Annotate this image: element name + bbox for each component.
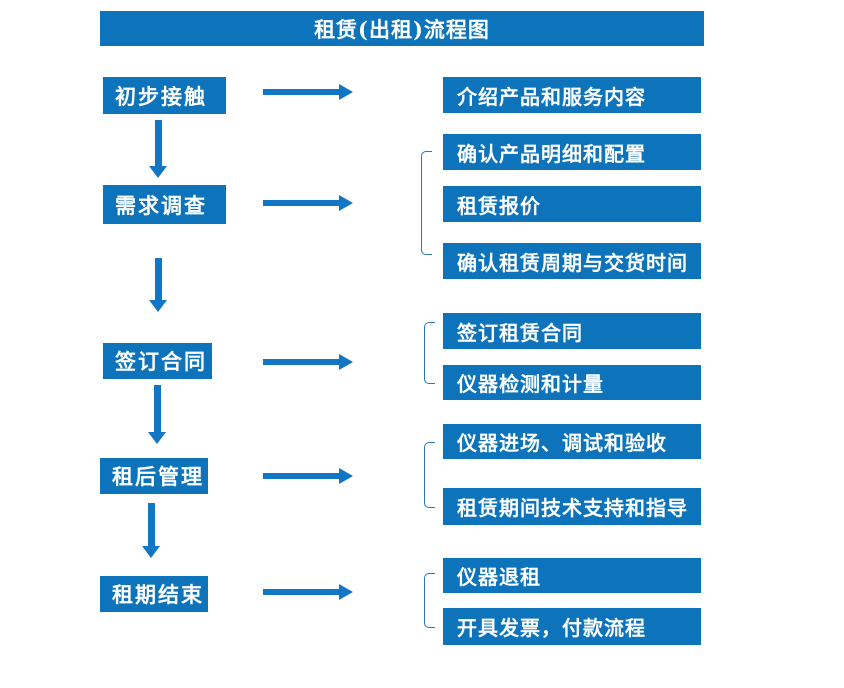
- right-arrow-2-stem: [263, 200, 339, 206]
- right-arrow-4-head: [339, 468, 353, 484]
- right-arrow-3-stem: [263, 359, 339, 365]
- stage-box-sign-contract: 签订合同: [103, 343, 212, 379]
- right-arrow-1-stem: [263, 89, 339, 95]
- stage-box-initial-contact: 初步接触: [103, 77, 226, 114]
- down-arrow-1: [149, 120, 168, 178]
- detail-box-rental-quote: 租赁报价: [443, 186, 701, 222]
- stage-box-post-rental: 租后管理: [100, 458, 208, 494]
- detail-box-intro-products: 介绍产品和服务内容: [443, 77, 701, 113]
- stage-box-demand-survey: 需求调查: [103, 185, 226, 224]
- right-arrow-5-head: [339, 584, 353, 600]
- down-arrow-1-stem: [155, 120, 162, 167]
- detail-box-instrument-entry: 仪器进场、调试和验收: [443, 424, 701, 459]
- detail-box-invoice-payment: 开具发票，付款流程: [443, 608, 701, 645]
- right-arrow-1-head: [339, 84, 353, 100]
- down-arrow-2: [149, 258, 168, 312]
- detail-box-instrument-check: 仪器检测和计量: [443, 365, 701, 400]
- down-arrow-4-head: [142, 546, 160, 558]
- down-arrow-1-head: [149, 166, 167, 178]
- detail-box-confirm-config: 确认产品明细和配置: [443, 134, 701, 170]
- group-bracket-post-rental: [424, 442, 435, 508]
- down-arrow-4: [142, 503, 161, 558]
- right-arrow-4: [263, 468, 353, 484]
- down-arrow-2-stem: [155, 258, 162, 301]
- detail-box-instrument-return: 仪器退租: [443, 558, 701, 593]
- right-arrow-2: [263, 195, 353, 211]
- right-arrow-5-stem: [263, 589, 339, 595]
- down-arrow-4-stem: [148, 503, 155, 547]
- detail-box-tech-support: 租赁期间技术支持和指导: [443, 488, 701, 525]
- down-arrow-3-stem: [154, 385, 161, 433]
- right-arrow-2-head: [339, 195, 353, 211]
- detail-box-confirm-period: 确认租赁周期与交货时间: [443, 243, 701, 279]
- detail-box-sign-lease: 签订租赁合同: [443, 313, 701, 349]
- right-arrow-4-stem: [263, 473, 339, 479]
- stage-box-lease-end: 租期结束: [100, 576, 208, 612]
- down-arrow-3-head: [148, 432, 166, 444]
- right-arrow-5: [263, 584, 353, 600]
- flowchart-title: 租赁(出租)流程图: [100, 11, 704, 46]
- down-arrow-3: [148, 385, 167, 444]
- down-arrow-2-head: [149, 300, 167, 312]
- right-arrow-3: [263, 354, 353, 370]
- right-arrow-3-head: [339, 354, 353, 370]
- group-bracket-lease-end: [424, 573, 435, 628]
- group-bracket-sign-contract: [424, 322, 435, 384]
- right-arrow-1: [263, 84, 353, 100]
- group-bracket-demand-survey: [421, 151, 432, 255]
